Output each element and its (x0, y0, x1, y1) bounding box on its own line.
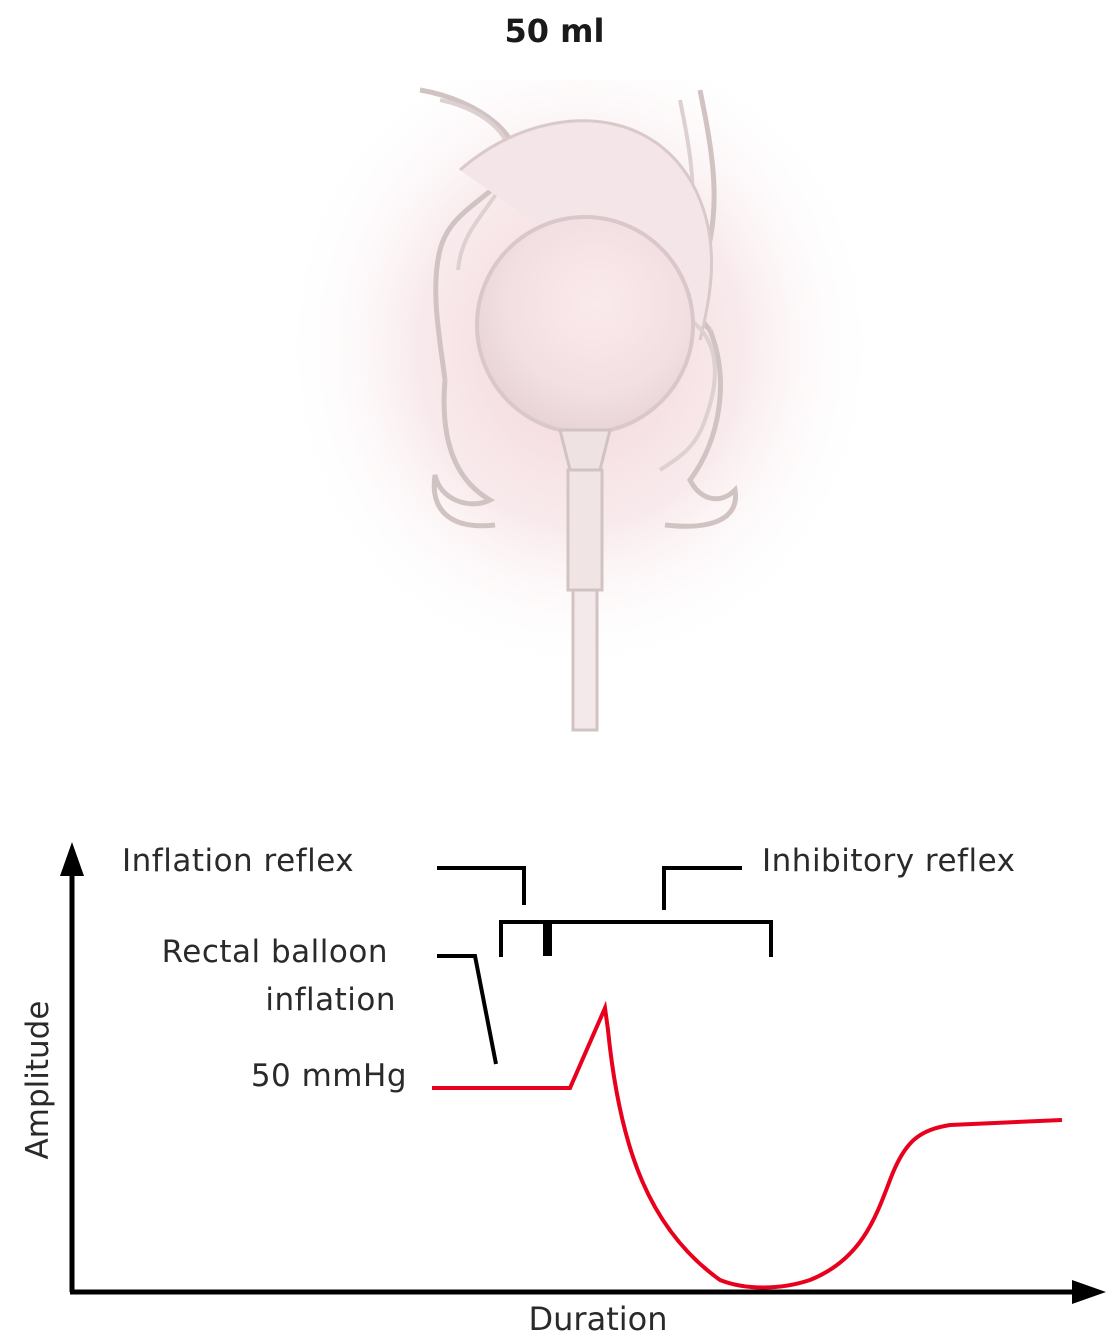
reflex-bracket (501, 922, 771, 957)
y-axis-label: Amplitude (20, 1001, 56, 1160)
x-axis-arrow (1072, 1280, 1106, 1304)
y-axis-arrow (60, 842, 84, 876)
pressure-trace (432, 1008, 1062, 1288)
bracket-marker (543, 922, 552, 956)
rectal-balloon-label-line1: Rectal balloon (133, 934, 388, 970)
inhibitory-reflex-label: Inhibitory reflex (762, 843, 1015, 879)
baseline-pressure-label: 50 mmHg (200, 1058, 407, 1094)
balloon-inflation-leader (437, 956, 496, 1064)
inflation-reflex-leader (437, 868, 524, 905)
inhibitory-reflex-leader (664, 868, 742, 910)
inflation-reflex-label: Inflation reflex (122, 843, 354, 879)
x-axis-label: Duration (529, 1300, 668, 1338)
rectal-balloon-label-line2: inflation (133, 982, 396, 1018)
